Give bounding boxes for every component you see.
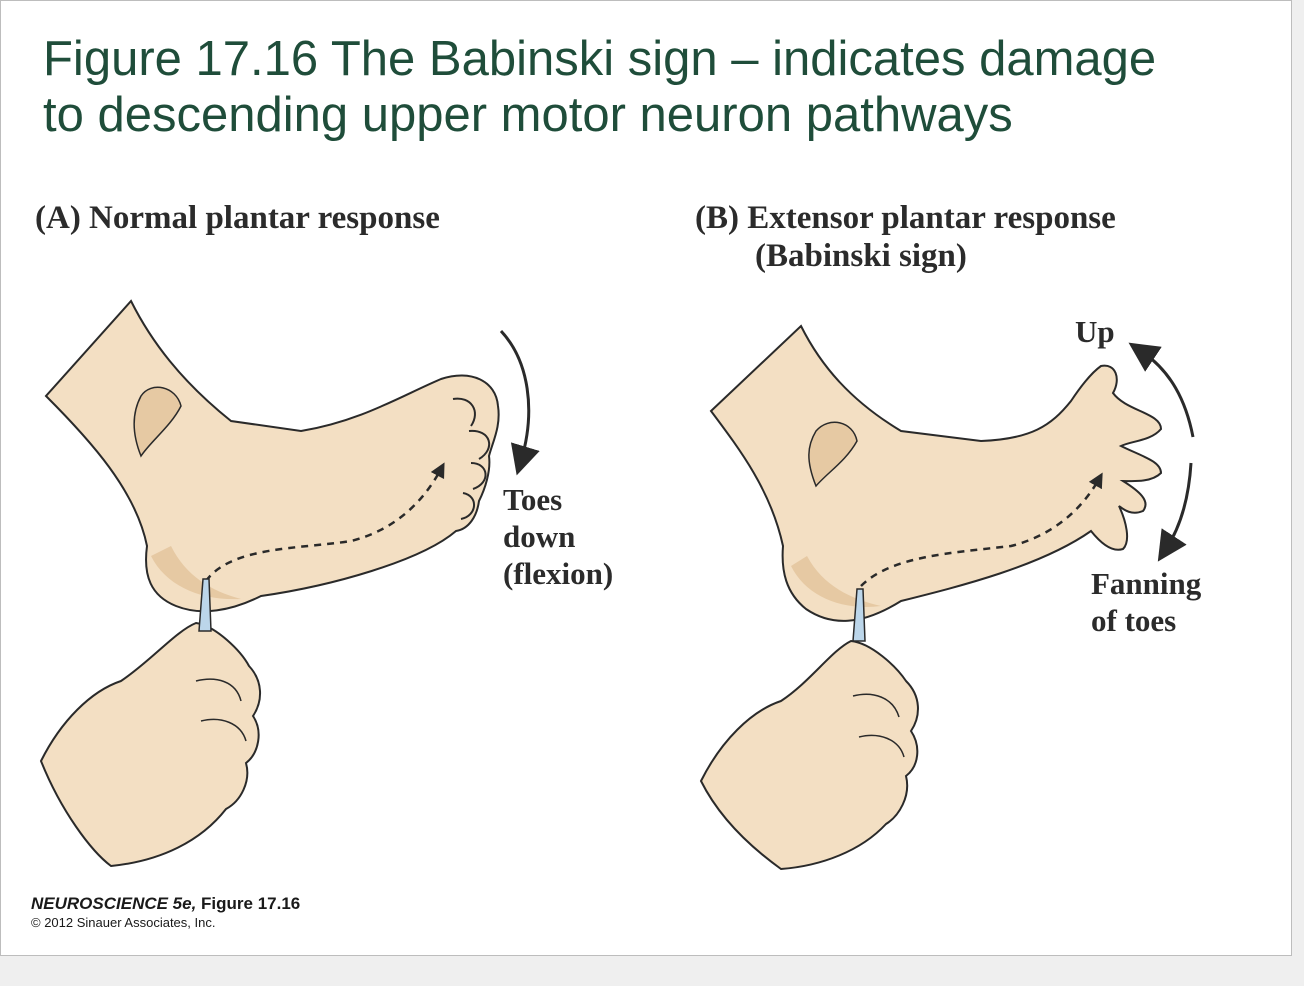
slide: Figure 17.16 The Babinski sign – indicat…: [0, 0, 1292, 956]
foot-b: [709, 324, 1195, 622]
panel-b-label-line-1: (B) Extensor plantar response: [695, 200, 1116, 236]
slide-title: Figure 17.16 The Babinski sign – indicat…: [43, 31, 1273, 143]
illustration: [39, 299, 1195, 871]
fanning-label: Fanning of toes: [1091, 566, 1202, 638]
title-line-2: to descending upper motor neuron pathway…: [43, 88, 1013, 142]
credit-book: NEUROSCIENCE 5e,: [31, 894, 197, 913]
panel-b-label: (B) Extensor plantar response (Babinski …: [695, 199, 1116, 275]
credit-figure: Figure 17.16: [196, 894, 301, 913]
up-label: Up: [1075, 314, 1115, 349]
foot-a: [44, 299, 540, 613]
credit-copyright: © 2012 Sinauer Associates, Inc.: [31, 915, 216, 930]
hand-a: [39, 578, 261, 868]
figure-credit: NEUROSCIENCE 5e, Figure 17.16 © 2012 Sin…: [31, 894, 300, 932]
hand-b: [699, 588, 919, 871]
panel-b-label-line-2: (Babinski sign): [755, 238, 967, 274]
toes-down-label: Toes down (flexion): [503, 482, 614, 591]
title-line-1: Figure 17.16 The Babinski sign – indicat…: [43, 32, 1157, 86]
panel-a-label: (A) Normal plantar response: [35, 200, 440, 236]
